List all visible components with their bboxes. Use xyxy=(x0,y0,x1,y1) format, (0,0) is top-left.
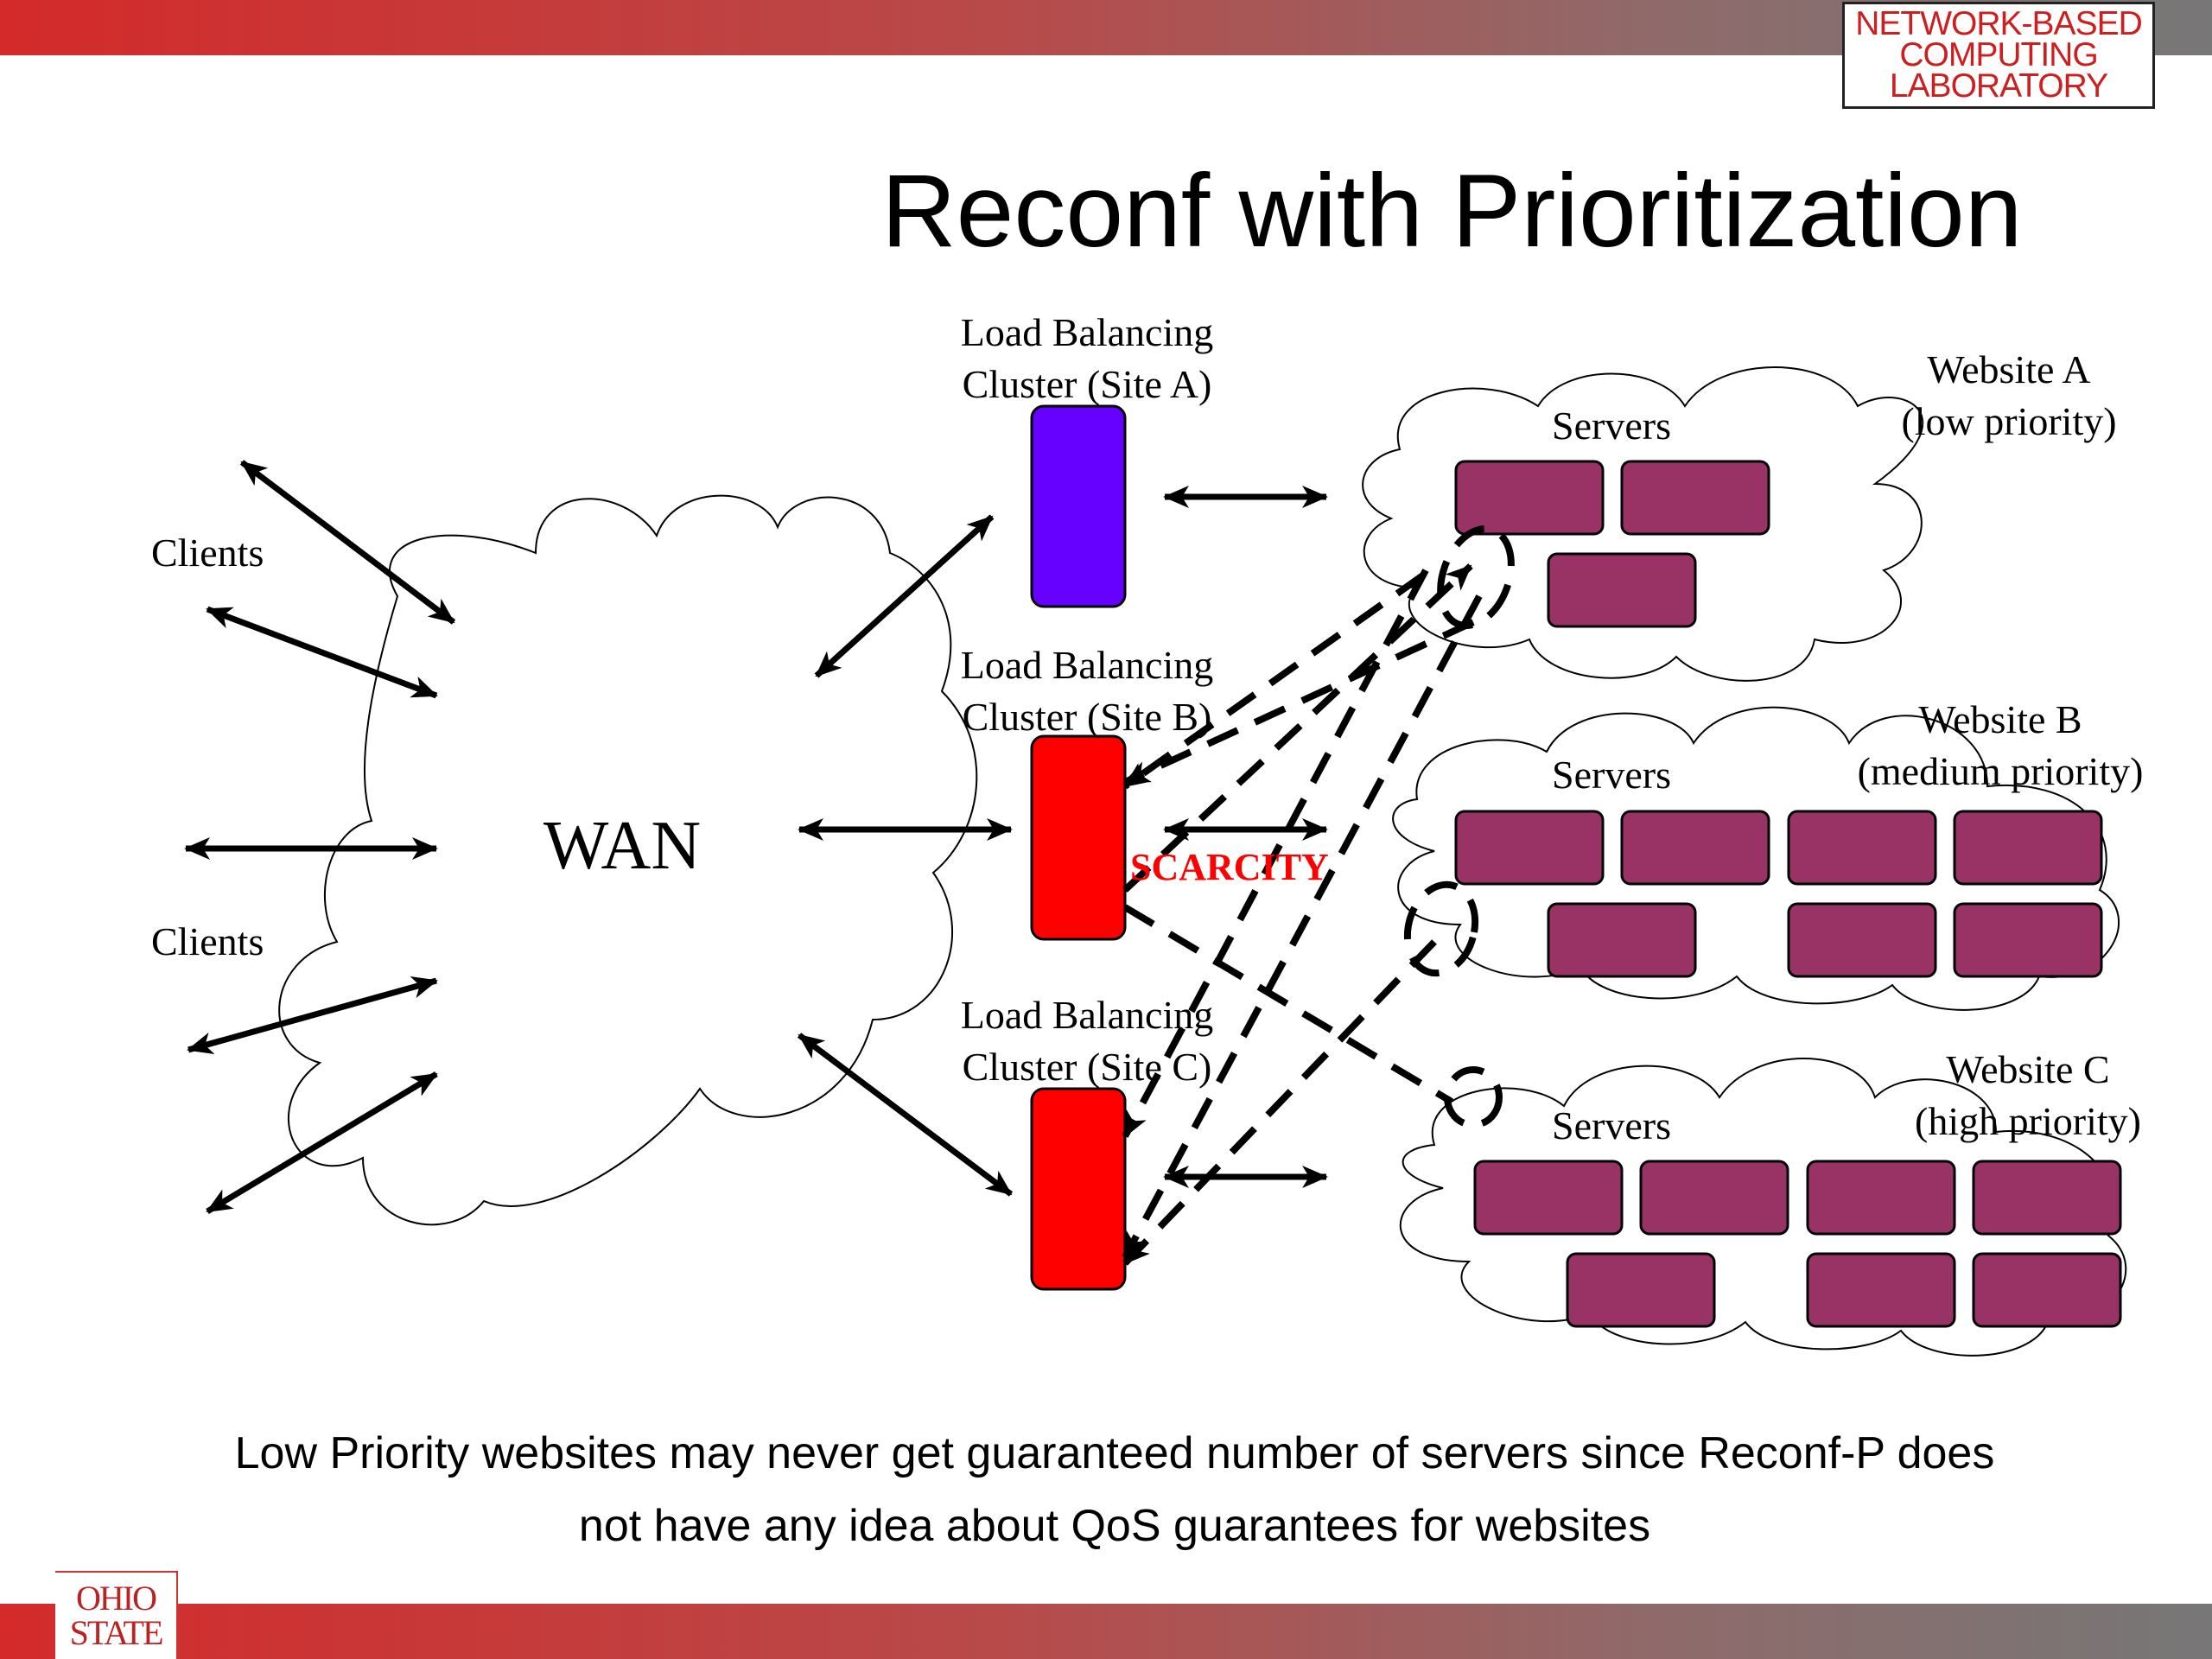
logo-line: LABORATORY xyxy=(1889,67,2108,105)
cluster-a-label-1: Load Balancing xyxy=(961,310,1214,354)
caption-line-1: Low Priority websites may never get guar… xyxy=(234,1428,1995,1478)
server-box xyxy=(1620,460,1770,536)
server-box xyxy=(1620,810,1770,886)
website-a-name: Website A xyxy=(1927,347,2090,391)
server-box xyxy=(1454,810,1605,886)
servers-label-c: Servers xyxy=(1552,1103,1671,1147)
reallocation-dashed-arrows xyxy=(1122,524,1515,1266)
cluster-c-label-1: Load Balancing xyxy=(961,993,1214,1037)
logo-line: COMPUTING xyxy=(1899,36,2098,73)
cluster-b-label-2: Cluster (Site B) xyxy=(963,695,1212,739)
website-a-priority: (low priority) xyxy=(1901,399,2116,443)
logo-line: NETWORK-BASED xyxy=(1855,5,2143,42)
cluster-site-b xyxy=(1030,734,1127,941)
server-box xyxy=(1953,902,2103,978)
caption-line-2: not have any idea about QoS guarantees f… xyxy=(578,1501,1651,1551)
clients-label-bottom: Clients xyxy=(151,919,264,963)
website-c-name: Website C xyxy=(1946,1047,2109,1091)
nbcl-logo: NETWORK-BASED COMPUTING LABORATORY xyxy=(1842,2,2155,109)
server-box xyxy=(1547,902,1697,978)
servers-site-a xyxy=(1454,460,1770,628)
cluster-site-c xyxy=(1030,1087,1127,1291)
servers-site-c xyxy=(1473,1160,2122,1328)
website-b-priority: (medium priority) xyxy=(1858,749,2144,793)
cluster-server-arrows xyxy=(1163,486,1328,1188)
server-box xyxy=(1953,810,2103,886)
server-box xyxy=(1806,1252,1956,1328)
slide-title: Reconf with Prioritization xyxy=(881,153,2023,269)
cluster-c-label-2: Cluster (Site C) xyxy=(963,1045,1212,1089)
client-arrows xyxy=(184,460,456,1215)
server-box xyxy=(1454,460,1605,536)
clients-label-top: Clients xyxy=(151,531,264,575)
server-box xyxy=(1787,902,1937,978)
wan-label: WAN xyxy=(543,808,701,884)
cluster-a-label-2: Cluster (Site A) xyxy=(963,362,1212,406)
server-box xyxy=(1972,1252,2122,1328)
server-box xyxy=(1806,1160,1956,1236)
website-c-priority: (high priority) xyxy=(1915,1099,2141,1143)
server-box xyxy=(1787,810,1937,886)
server-box xyxy=(1473,1160,1624,1236)
website-b-name: Website B xyxy=(1918,697,2082,741)
server-box xyxy=(1972,1160,2122,1236)
servers-label-a: Servers xyxy=(1552,404,1671,448)
servers-site-b xyxy=(1454,810,2103,978)
server-box xyxy=(1547,552,1697,628)
cluster-b-label-1: Load Balancing xyxy=(961,643,1214,687)
ohio-logo-line: STATE xyxy=(69,1613,164,1652)
cluster-site-a xyxy=(1030,404,1127,608)
server-box xyxy=(1566,1252,1716,1328)
ohio-state-logo: OHIO STATE xyxy=(55,1571,178,1659)
server-box xyxy=(1639,1160,1789,1236)
wan-cluster-arrows xyxy=(797,514,1014,1197)
slide-caption: Low Priority websites may never get guar… xyxy=(104,1417,2126,1562)
bottom-gradient-bar xyxy=(0,1604,2212,1659)
servers-label-b: Servers xyxy=(1552,753,1671,797)
scarcity-label: SCARCITY xyxy=(1130,846,1329,888)
ohio-logo-line: OHIO xyxy=(76,1579,157,1618)
